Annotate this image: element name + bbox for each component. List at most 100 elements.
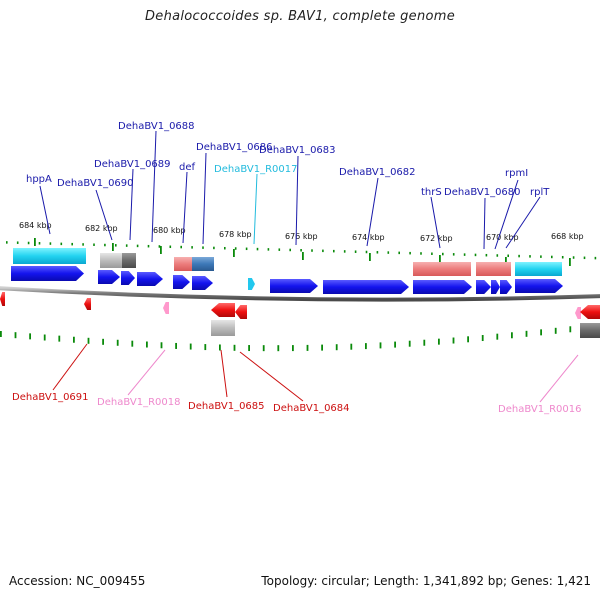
lower-tick [43,334,46,341]
minor-tick [136,244,139,248]
cds-reverse [580,305,600,319]
gene-label: DehaBV1_0682 [339,167,416,178]
minor-tick [300,249,302,252]
lower-tick [248,345,250,352]
minor-tick [452,253,455,256]
map-title: Dehalococcoides sp. BAV1, complete genom… [144,9,456,24]
leader-line [202,152,207,245]
minor-tick [431,252,433,255]
minor-tick [16,241,19,244]
minor-tick [224,246,226,250]
lower-tick [481,335,484,342]
major-tick [369,253,371,261]
leader-line [127,349,166,396]
minor-tick [202,246,204,249]
genome-backbone [0,286,600,302]
scale-label: 684 kbp [19,221,52,230]
leader-line [430,196,441,249]
gene-label: DehaBV1_0680 [444,187,521,198]
rna-reverse [163,302,169,314]
minor-tick [420,252,422,255]
cds-reverse [235,305,247,319]
minor-tick [27,241,30,245]
lower-tick [146,341,148,348]
minor-tick [234,247,237,250]
cds-forward [476,280,491,294]
lower-tick [423,339,426,346]
lower-tick [306,344,309,351]
major-tick [439,255,441,263]
minor-tick [507,254,509,258]
gene-band [211,320,235,336]
accession-text: Accession: NC_009455 [9,574,146,588]
minor-tick [245,247,248,251]
cds-reverse [0,292,5,306]
minor-tick [572,256,575,259]
leader-line [253,173,258,245]
lower-tick [394,341,396,348]
minor-tick [485,253,488,257]
minor-tick [267,248,270,251]
lower-tick [131,340,134,347]
scale-label: 670 kbp [486,233,519,242]
lower-tick [365,343,367,350]
lower-tick [102,338,104,345]
major-tick [569,258,571,266]
cds-reverse [84,298,91,310]
topology-text: Topology: circular; Length: 1,341,892 bp… [261,574,591,588]
lower-tick [189,343,192,350]
gene-label: DehaBV1_R0017 [214,164,297,175]
minor-tick [115,244,117,247]
leader-line [295,155,299,246]
lower-tick [73,336,75,343]
minor-tick [409,251,411,255]
cds-forward [11,266,84,281]
cds-forward [491,280,500,294]
cds-forward [173,275,190,289]
minor-tick [125,244,128,247]
rna-reverse [575,307,581,319]
minor-tick [561,255,564,259]
scale-label: 678 kbp [219,230,252,239]
leader-line [539,354,579,403]
gene-label: DehaBV1_0684 [273,403,350,414]
minor-tick [71,242,73,246]
cds-reverse [211,303,235,317]
cds-forward [500,280,512,294]
minor-tick [311,249,313,252]
gene-label: def [179,162,196,173]
major-tick [233,249,235,257]
minor-tick [442,252,444,256]
minor-tick [256,247,259,251]
minor-tick [333,249,335,253]
gene-label: DehaBV1_R0018 [97,397,180,408]
lower-tick [452,337,455,344]
minor-tick [49,242,52,245]
leader-line [129,168,134,241]
lower-tick [277,345,280,352]
minor-tick [463,253,466,256]
minor-tick [551,255,553,259]
leader-line [39,185,51,235]
major-tick [302,252,304,260]
cds-forward [323,280,409,294]
gene-band [100,253,122,268]
major-tick [34,238,36,246]
trna-forward [248,278,255,290]
leader-line [95,189,113,241]
lower-tick [219,344,221,351]
gene-label: DehaBV1_0691 [12,392,89,403]
cds-forward [413,280,472,294]
leader-line [220,349,228,398]
lower-tick [569,326,572,333]
scale-label: 680 kbp [153,226,186,235]
gene-features [0,248,600,338]
lower-tick [0,331,2,337]
minor-tick [322,249,324,253]
lower-tick [160,342,163,349]
gene-label: DehaBV1_R0016 [498,404,581,415]
lower-tick [58,335,61,342]
leader-line [505,196,541,249]
